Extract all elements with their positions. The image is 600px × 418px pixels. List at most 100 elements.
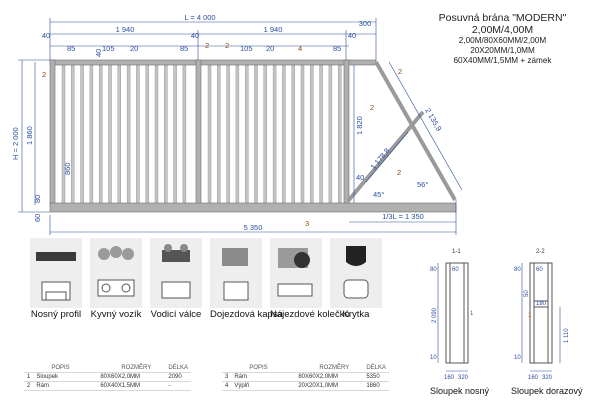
label-sloupek-nosny: Sloupek nosný: [430, 386, 490, 396]
dimension-labels: L = 4 000 1 940 1 940 300 40 40 40 85 10…: [11, 13, 444, 232]
dim-20-a: 20: [130, 44, 138, 53]
svg-text:320: 320: [458, 375, 469, 381]
picket: [80, 64, 84, 204]
bottom-rail: [49, 202, 457, 213]
frame-top: [49, 59, 377, 66]
part-nosny-profil: Nosný profil: [30, 238, 82, 320]
part-najezdove-kolecko: Nájezdové kolečko: [270, 238, 350, 320]
dim-half-right: 1 940: [264, 25, 283, 34]
picket: [145, 64, 149, 204]
dim-half-left: 1 940: [116, 25, 135, 34]
picket: [173, 64, 177, 204]
svg-text:60: 60: [536, 267, 543, 273]
tag-2-top: 2: [205, 41, 209, 50]
svg-text:1: 1: [528, 313, 532, 319]
tail-truss: [346, 61, 457, 203]
spec-line-3: 60X40MM/1,5MM + zámek: [453, 56, 552, 65]
angle-45: 45°: [373, 190, 384, 199]
dim-20-b: 20: [266, 44, 274, 53]
picket: [338, 64, 342, 204]
picket: [126, 64, 131, 204]
dim-105-b: 105: [240, 44, 253, 53]
dim-85-c: 85: [333, 44, 341, 53]
picket: [254, 64, 258, 204]
svg-text:80: 80: [514, 267, 521, 273]
tag-2-top-b: 2: [225, 41, 229, 50]
image-dojezdova-kapsa: [210, 238, 262, 308]
tail-diagonal-outer: [374, 61, 457, 201]
label-kyvny-vozik: Kyvný vozík: [90, 309, 142, 320]
label-vodici-valce: Vodicí válce: [150, 309, 202, 320]
section-2-2: 2-2: [536, 249, 545, 255]
picket: [328, 64, 333, 204]
table-row: 4 Výplň 20X20X1,0MM 1860: [222, 381, 390, 391]
picket: [207, 64, 212, 204]
tag-3-rail: 3: [305, 219, 309, 228]
picket: [164, 64, 168, 204]
dim-40-c: 40: [348, 31, 356, 40]
svg-text:160: 160: [528, 375, 539, 381]
infill-pickets: [61, 64, 342, 204]
svg-text:2 090: 2 090: [432, 307, 438, 323]
dim-height: H = 2 000: [11, 127, 20, 160]
picket: [154, 64, 159, 204]
tag-2-tail: 2: [398, 67, 402, 76]
picket: [300, 64, 305, 204]
post-dorazovy-outline: [529, 262, 553, 364]
frame-left: [49, 59, 56, 206]
svg-text:320: 320: [542, 375, 553, 381]
dim-80: 80: [33, 195, 42, 203]
dim-1820: 1 820: [355, 116, 364, 135]
bom-col-delka: DÉLKA: [165, 364, 192, 373]
dim-105-a: 105: [102, 44, 115, 53]
svg-text:50: 50: [524, 290, 530, 297]
dim-85-b: 85: [180, 44, 188, 53]
picket: [136, 64, 140, 204]
dim-40-b: 40: [191, 31, 199, 40]
picket: [182, 64, 187, 204]
image-vodici-valce: [150, 238, 202, 308]
tag-4-infill: 4: [298, 44, 302, 53]
part-dojezdova-kapsa: Dojezdová kapsa: [210, 238, 283, 320]
dim-tail: 1/3L = 1 350: [382, 212, 424, 221]
part-tags: 2 2 2 2 2 2 4 3: [42, 41, 402, 228]
table-row: 1 Sloupek 80X60X2,0MM 2090: [24, 372, 192, 382]
bom-col-rozmery: ROZMĚRY: [97, 364, 166, 373]
tail-diagonal-inner: [346, 110, 425, 203]
dim-diagonal-long: 2 135,9: [423, 107, 443, 133]
bom-col-rozmery: ROZMĚRY: [295, 364, 364, 373]
dim-overall-length: L = 4 000: [184, 13, 215, 22]
dim-diagonal-short: 1 178,8: [369, 146, 392, 171]
picket: [319, 64, 323, 204]
spec-line-1: 2,00M/80X60MM/2,00M: [458, 36, 547, 45]
bom-col-delka: DÉLKA: [363, 364, 390, 373]
picket: [61, 64, 66, 204]
image-nosny-profil: [30, 238, 82, 308]
dim-85-a: 85: [67, 44, 75, 53]
dim-300: 300: [359, 19, 372, 28]
picket: [244, 64, 249, 204]
dim-40-right: 40: [356, 173, 364, 182]
picket: [263, 64, 267, 204]
post-sections: 1-1 2-2 80 60 2 090 10 160 320 1 80 60 5…: [430, 249, 570, 381]
picket: [108, 64, 112, 204]
angle-56: 56°: [417, 180, 428, 189]
bom-header-row: POPIS ROZMĚRY DÉLKA: [24, 364, 192, 373]
dim-40-a: 40: [42, 31, 50, 40]
picket: [117, 64, 122, 204]
dim-1860: 1 860: [25, 126, 34, 145]
svg-text:160: 160: [444, 375, 455, 381]
picket: [71, 64, 75, 204]
image-kyvny-vozik: [90, 238, 142, 308]
post-nosny-outline: [445, 262, 469, 364]
image-najezdove-kolecko: [270, 238, 322, 308]
svg-text:10: 10: [514, 355, 521, 361]
picket: [235, 64, 240, 204]
image-krytka: [330, 238, 382, 308]
tag-2-left: 2: [42, 70, 46, 79]
label-nosny-profil: Nosný profil: [30, 309, 82, 320]
svg-text:1 110: 1 110: [564, 328, 570, 343]
svg-text:80: 80: [430, 267, 437, 273]
table-row: 2 Rám 60X40X1,5MM -: [24, 381, 192, 391]
svg-text:60: 60: [452, 267, 459, 273]
